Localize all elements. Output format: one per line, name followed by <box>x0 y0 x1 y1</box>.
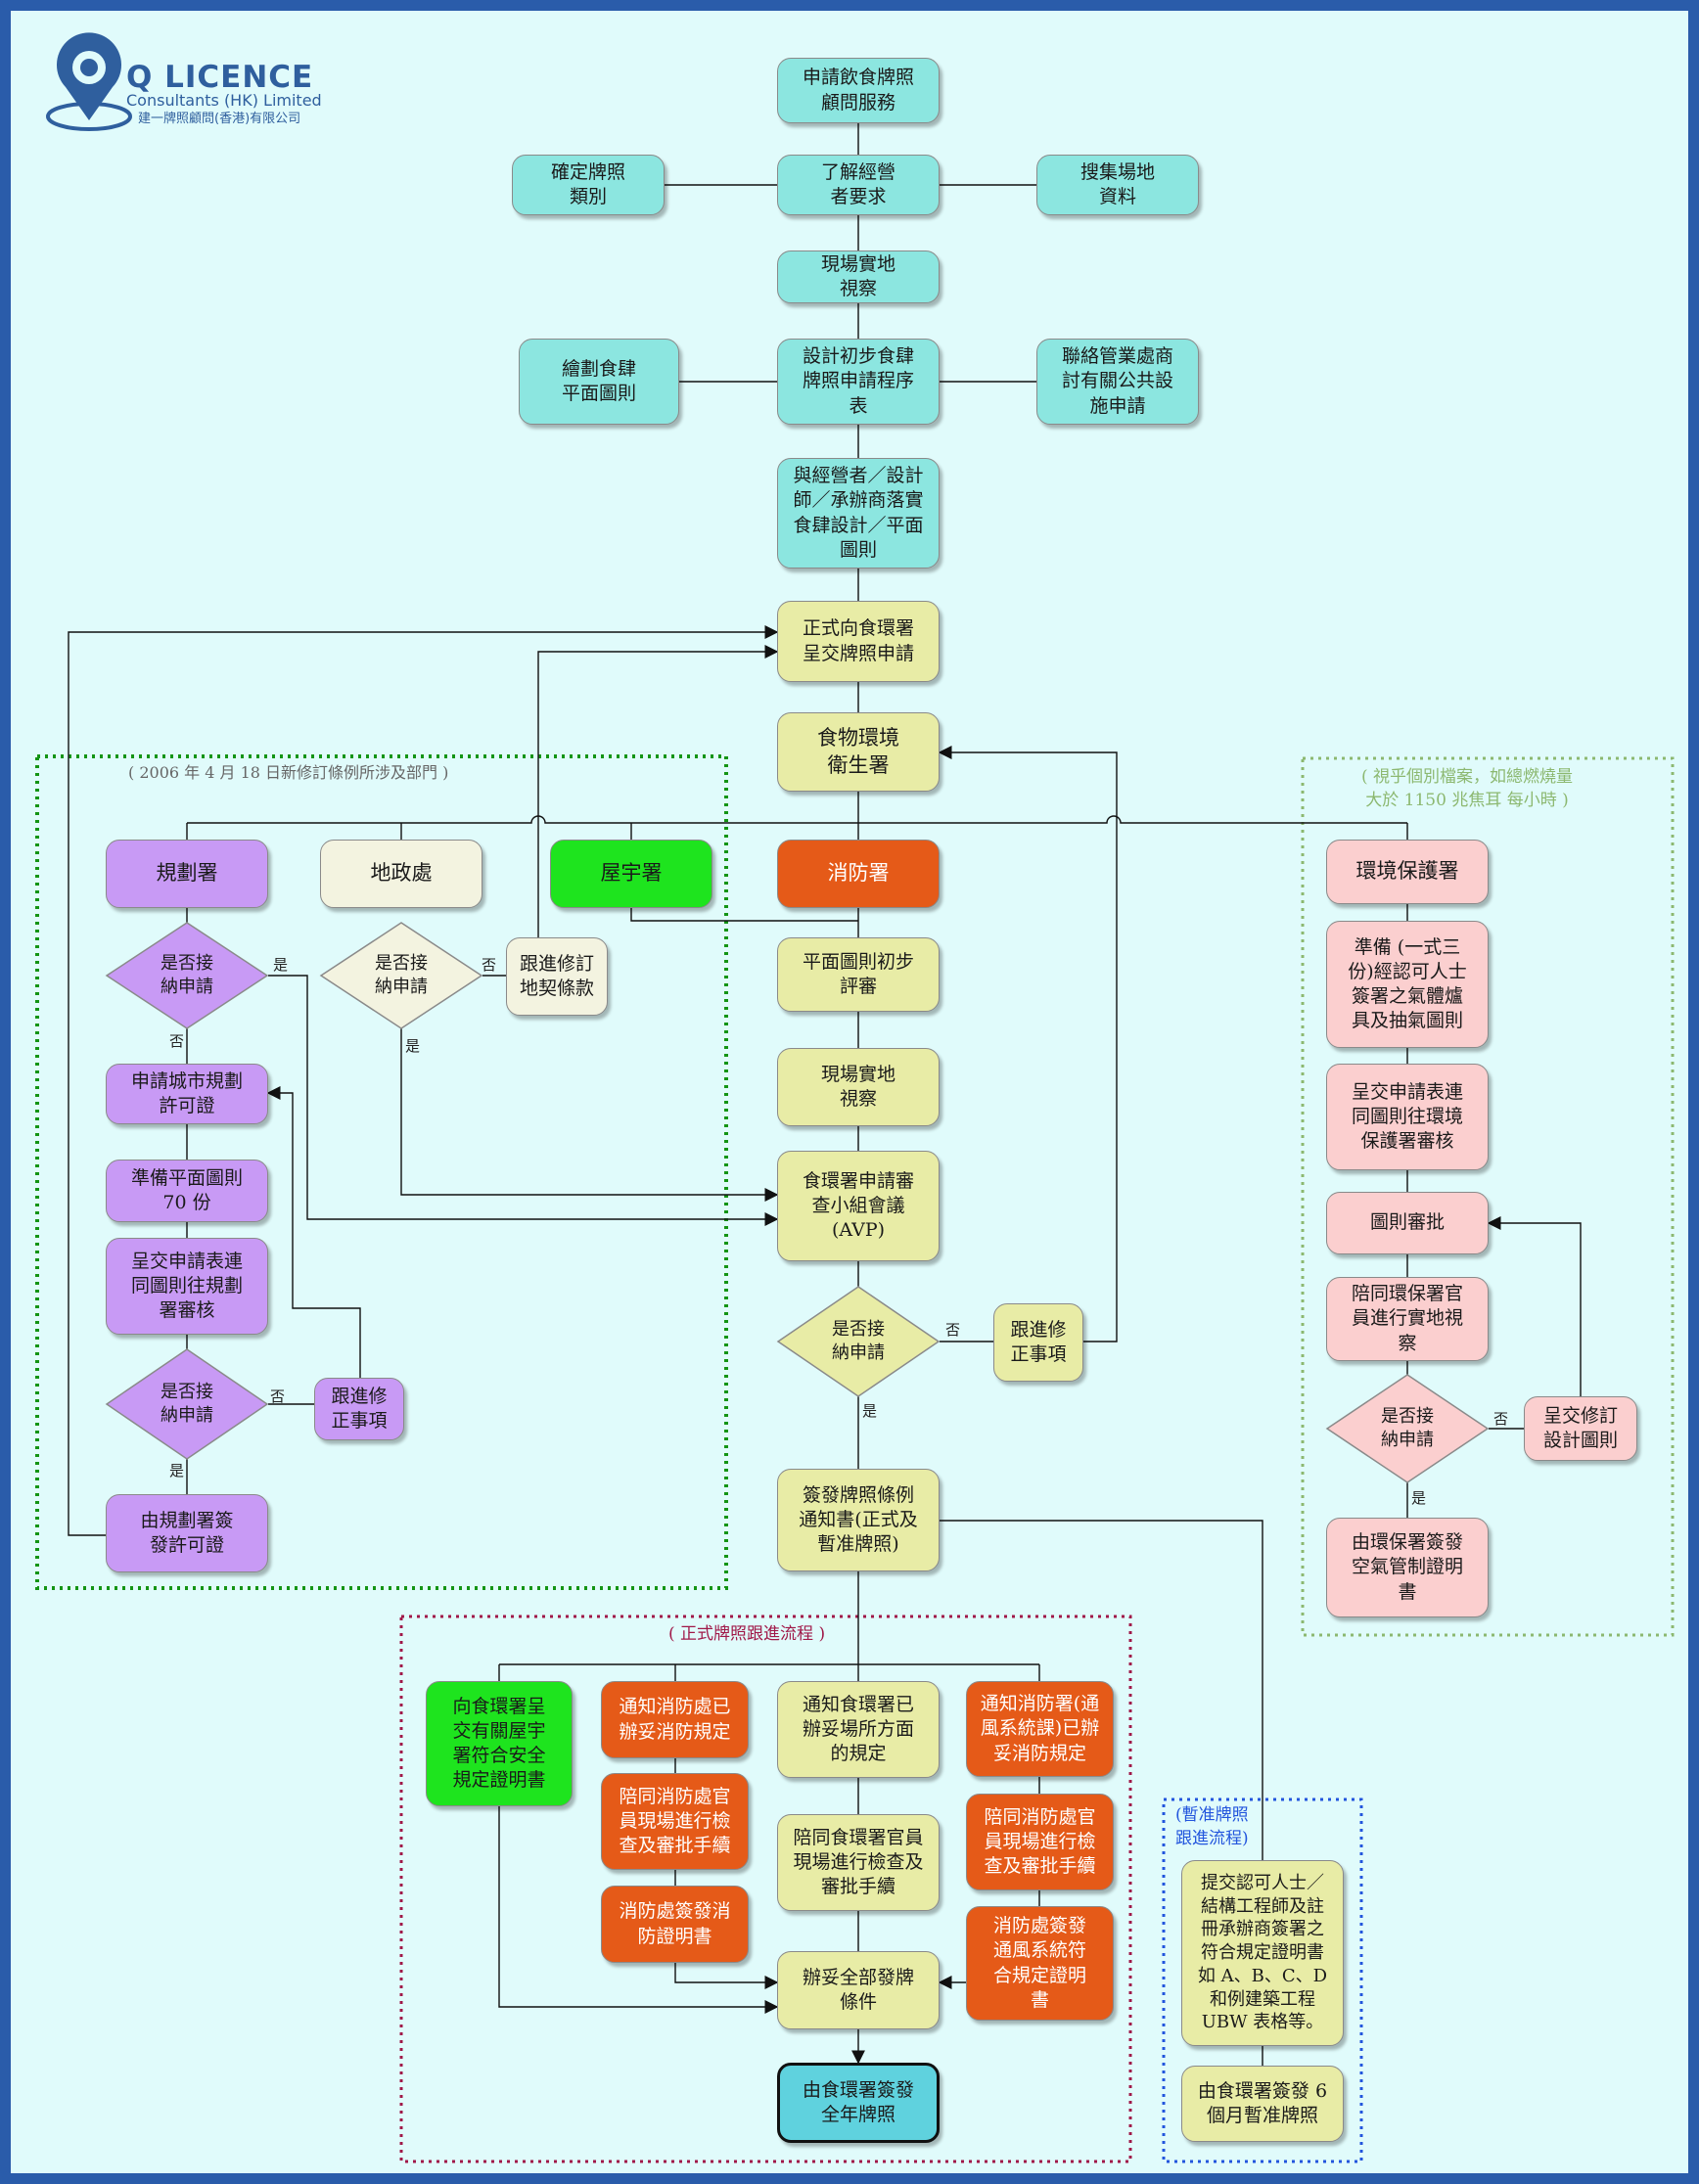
planning-decision-2: 是否接 納申請 <box>161 1381 213 1426</box>
epd-plan-approval-box: 圖則審批 <box>1326 1192 1489 1254</box>
site-visit-2-box: 現場實地 視察 <box>777 1048 940 1126</box>
authorized-person-submit-box: 提交認可人士／ 結構工程師及註 冊承辦商簽署之 符合規定證明書 如 A、B、C、… <box>1181 1860 1344 2046</box>
notify-fsd-box: 通知消防處已 辦妥消防規定 <box>601 1681 749 1758</box>
connector-layer <box>35 123 1675 2163</box>
planning-no-label: 否 <box>169 1032 185 1050</box>
epd-submit-box: 呈交申請表連 同圖則往環境 保護署審核 <box>1326 1064 1489 1170</box>
amendment-group-note: ( 2006 年 4 月 18 日新修訂條例所涉及部門 ) <box>128 763 449 782</box>
dept-drops-connector <box>186 823 1408 840</box>
confirm-licence-type-box: 確定牌照 類別 <box>512 155 665 215</box>
notice-to-provisional-connector <box>940 1520 1263 2066</box>
fsd-to-done-arrow <box>674 1963 779 1989</box>
epd-site-inspection-box: 陪同環保署官 員進行實地視 察 <box>1326 1277 1489 1361</box>
fehd-no-label: 否 <box>945 1321 961 1339</box>
collect-site-info-box: 搜集場地 資料 <box>1036 155 1199 215</box>
lands-decision-shape <box>319 922 483 1029</box>
submit-to-fehd-box: 正式向食環署 呈交牌照申請 <box>777 601 940 682</box>
epd-group-frame <box>1301 756 1675 1637</box>
lands-department-box: 地政處 <box>320 840 482 908</box>
fehd-follow-loop-arrow <box>938 746 1118 1342</box>
fehd-inspection-box: 陪同食環署官員 現場進行檢查及 審批手續 <box>777 1814 940 1911</box>
planning-follow-up-box: 跟進修 正事項 <box>314 1378 404 1440</box>
fsd-certificate-box: 消防處簽發消 防證明書 <box>601 1886 749 1963</box>
planning-decision-1: 是否接 納申請 <box>161 952 213 997</box>
lands-decision: 是否接 納申請 <box>375 952 428 997</box>
plan-initial-review-box: 平面圖則初步 評審 <box>777 937 940 1012</box>
epd-group-note: ( 視乎個別檔案，如總燃燒量 大於 1150 兆焦耳 每小時 ) <box>1361 767 1574 810</box>
planning-decision-2-shape <box>105 1348 269 1460</box>
logo-chinese-name: 建一牌照顧問(香港)有限公司 <box>138 112 301 126</box>
provisional-group-frame <box>1162 1797 1363 2163</box>
epd-decision-shape <box>1325 1374 1490 1483</box>
ventilation-certificate-box: 消防處簽發 通風系統符 合規定證明 書 <box>966 1906 1114 2021</box>
logo-subtitle: Consultants (HK) Limited <box>126 91 322 110</box>
design-schedule-box: 設計初步食肆 牌照申請程序 表 <box>777 339 940 425</box>
notify-fsd-ventilation-box: 通知消防署(通 風系統課)已辦 妥消防規定 <box>966 1681 1114 1777</box>
planning-department-box: 規劃署 <box>106 840 268 908</box>
amendment-group-frame <box>35 754 728 1590</box>
bd-safety-certificate-box: 向食環署呈 交有關屋宇 署符合安全 規定證明書 <box>426 1681 573 1806</box>
site-visit-box: 現場實地 視察 <box>777 250 940 303</box>
epd-resubmit-loop-arrow <box>1487 1216 1582 1396</box>
epd-prepare-plans-box: 準備 (一式三 份)經認可人士 簽署之氣體爐 具及抽氣圖則 <box>1326 921 1489 1048</box>
fehd-yes-label: 是 <box>862 1402 878 1420</box>
full-licence-group-note: ( 正式牌照跟進流程 ) <box>668 1624 826 1644</box>
apply-service-box: 申請飲食牌照 顧問服務 <box>777 58 940 123</box>
lands-no-label: 否 <box>482 956 497 974</box>
epd-issue-certificate-box: 由環保署簽發 空氣管制證明 書 <box>1326 1518 1489 1617</box>
lands-follow-up-box: 跟進修訂 地契條款 <box>506 937 608 1016</box>
lands-follow-to-submit-arrow <box>537 645 779 937</box>
fehd-department-box: 食物環境 衛生署 <box>777 712 940 792</box>
planning-permission-apply-box: 申請城市規劃 許可證 <box>106 1064 268 1124</box>
epd-no-label: 否 <box>1493 1410 1509 1428</box>
epd-decision: 是否接 納申請 <box>1381 1405 1434 1450</box>
epd-department-box: 環境保護署 <box>1326 840 1489 904</box>
bd-to-done-arrow <box>498 1806 779 2014</box>
prepare-plans-box: 準備平面圖則 70 份 <box>106 1160 268 1222</box>
draw-floor-plan-box: 繪劃食肆 平面圖則 <box>519 339 679 425</box>
epd-yes-label: 是 <box>1411 1489 1427 1507</box>
understand-requirements-box: 了解經營 者要求 <box>777 155 940 215</box>
full-bus-connector <box>498 1663 1040 1681</box>
housing-to-fire-connector <box>630 908 858 922</box>
all-conditions-done-box: 辦妥全部發牌 條件 <box>777 1951 940 2029</box>
full-licence-box: 由食環署簽發 全年牌照 <box>777 2063 940 2143</box>
epd-resubmit-box: 呈交修訂 設計圖則 <box>1524 1396 1637 1461</box>
lands-yes-to-avp-arrow <box>400 1028 779 1202</box>
fsd-inspection-box: 陪同消防處官 員現場進行檢 查及審批手續 <box>601 1773 749 1870</box>
provisional-licence-box: 由食環署簽發 6 個月暫准牌照 <box>1181 2066 1344 2142</box>
planning2-no-label: 否 <box>270 1388 286 1405</box>
planning-decision-1-shape <box>105 922 269 1029</box>
plan-yes-to-avp-arrow <box>268 975 779 1226</box>
fehd-decision: 是否接 納申請 <box>832 1318 885 1363</box>
planning2-yes-label: 是 <box>169 1462 185 1479</box>
planning-yes-label: 是 <box>273 956 289 974</box>
avp-meeting-box: 食環署申請審 查小組會議 (AVP) <box>777 1151 940 1261</box>
lands-yes-label: 是 <box>405 1037 421 1055</box>
ventilation-inspection-box: 陪同消防處官 員現場進行檢 查及審批手續 <box>966 1794 1114 1890</box>
plan-follow-loop-arrow <box>266 1086 361 1378</box>
finalize-design-box: 與經營者／設計 師／承辦商落實 食肆設計／平面 圖則 <box>777 458 940 569</box>
contact-management-box: 聯絡管業處商 討有關公共設 施申請 <box>1036 339 1199 425</box>
fire-services-department-box: 消防署 <box>777 840 940 908</box>
fehd-follow-up-box: 跟進修 正事項 <box>993 1303 1083 1382</box>
provisional-group-note: (暫准牌照 跟進流程) <box>1175 1805 1249 1848</box>
notify-fehd-box: 通知食環署已 辦妥場所方面 的規定 <box>777 1681 940 1778</box>
planning-issue-permit-box: 由規劃署簽 發許可證 <box>106 1494 268 1572</box>
logo-title: Q LICENCE <box>126 60 314 95</box>
full-licence-group-frame <box>399 1615 1132 2163</box>
plan-issue-to-submit-arrow <box>68 625 779 1536</box>
fehd-decision-shape <box>776 1286 941 1397</box>
planning-submit-box: 呈交申請表連 同圖則往規劃 署審核 <box>106 1238 268 1335</box>
licence-notice-box: 簽發牌照條例 通知書(正式及 暫准牌照) <box>777 1469 940 1571</box>
dept-bus-connector <box>187 815 1407 824</box>
buildings-department-box: 屋宇署 <box>550 840 712 908</box>
